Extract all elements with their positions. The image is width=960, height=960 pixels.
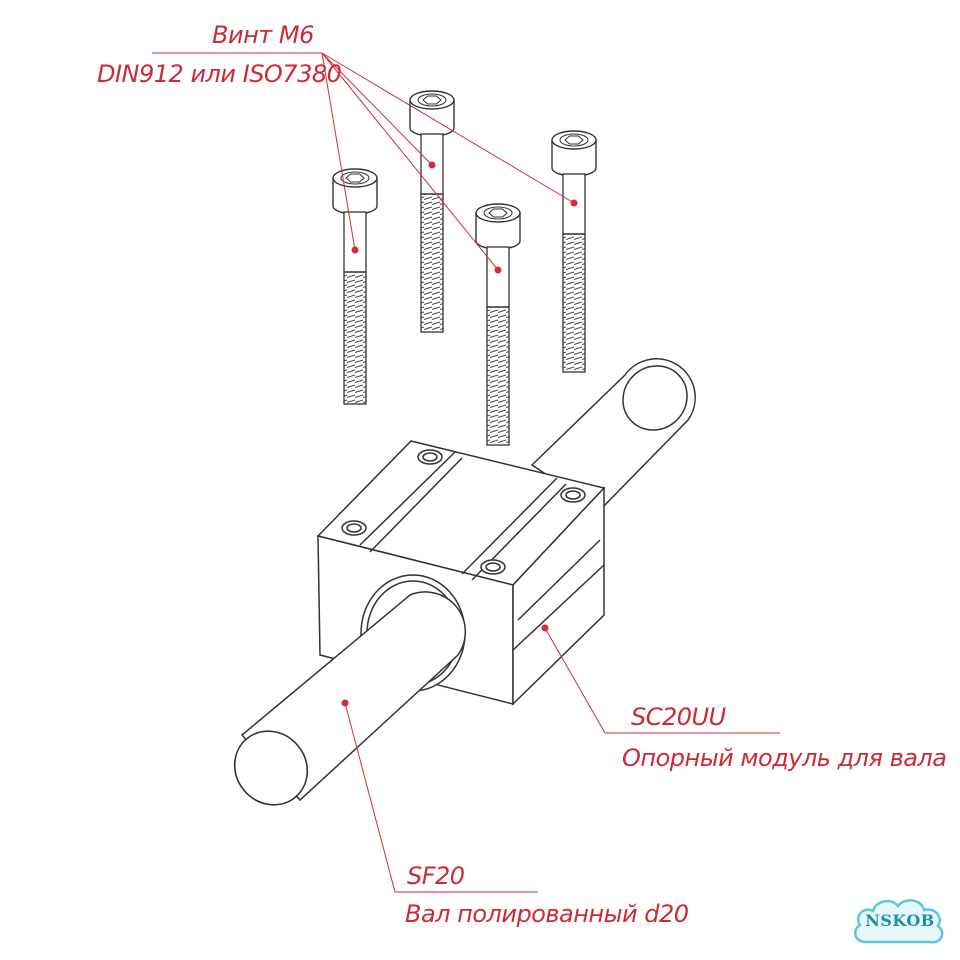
brand-logo-text: NSKOB — [865, 911, 935, 930]
leader-lines — [152, 52, 780, 893]
shaft-rear — [530, 358, 696, 511]
screw-4 — [551, 130, 597, 373]
module-callout-subtitle: Опорный модуль для вала — [622, 744, 947, 772]
leader-dots — [341, 161, 578, 707]
screw-callout-title: Винт М6 — [212, 21, 314, 49]
screw-3 — [475, 203, 521, 446]
brand-logo-cloud-icon — [853, 899, 944, 944]
shaft-callout-subtitle: Вал полированный d20 — [405, 900, 689, 928]
shaft-front — [233, 591, 467, 806]
module-callout-title: SC20UU — [631, 703, 726, 731]
screw-callout-subtitle: DIN912 или ISO7380 — [97, 60, 342, 88]
screw-2 — [409, 90, 455, 333]
shaft-callout-title: SF20 — [407, 862, 465, 890]
screw-1 — [332, 168, 378, 405]
